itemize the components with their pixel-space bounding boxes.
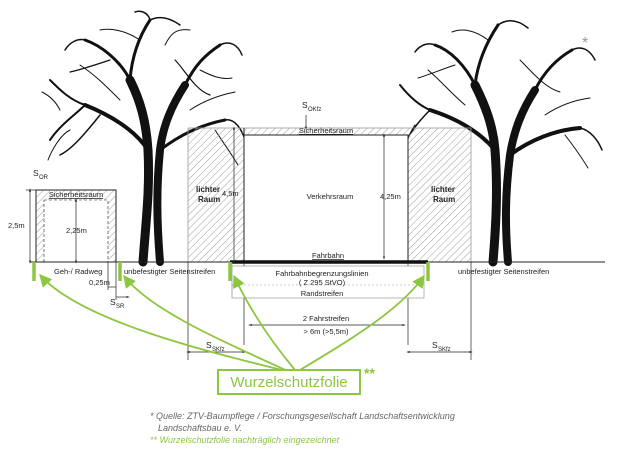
s-or-label: S — [33, 168, 39, 178]
footnote-root-barrier: ** Wurzelschutzfolie nachträglich eingez… — [150, 435, 340, 445]
roadway-label: Fahrbahn — [312, 251, 344, 260]
verge-right-label: unbefestigter Seitenstreifen — [458, 267, 549, 276]
lane-boundary-box — [231, 265, 425, 299]
lane-boundary-line-2: ( Z 295 StVO) — [299, 278, 346, 287]
footnote-source-1: * Quelle: ZTV-Baumpflege / Forschungsges… — [150, 411, 455, 421]
lanes-label-2: > 6m (>5,5m) — [303, 327, 349, 336]
height-2-25: 2,25m — [66, 226, 87, 235]
lanes-label-1: 2 Fahrstreifen — [303, 314, 349, 323]
root-barrier-marks — [32, 262, 430, 281]
s-sr-sub: SR — [116, 304, 125, 310]
height-4-25: 4,25m — [380, 192, 401, 201]
double-star: ** — [364, 365, 375, 381]
s-skfz-right-label: S — [432, 340, 438, 350]
clear-space-left-2: Raum — [198, 195, 220, 204]
left-safety-label: Sicherheitsraum — [49, 190, 103, 199]
s-okfz-sub: OKfz — [308, 107, 321, 113]
s-skfz-left-sub: SKfz — [212, 347, 225, 353]
s-okfz-label: S — [302, 100, 308, 110]
distance-0-25: 0,25m — [89, 278, 110, 287]
main-safety-label: Sicherheitsraum — [299, 126, 353, 135]
s-or-sub: OR — [39, 175, 49, 181]
edge-strip-label: Randstreifen — [301, 289, 344, 298]
tree-right-icon — [399, 20, 603, 267]
clear-space-left-1: lichter — [196, 185, 220, 194]
root-barrier-arrows — [39, 274, 425, 373]
s-skfz-right-sub: SKfz — [438, 347, 451, 353]
verge-left-label: unbefestigter Seitenstreifen — [124, 267, 215, 276]
root-barrier-label: Wurzelschutzfolie — [230, 374, 347, 391]
height-2-5: 2,5m — [8, 221, 25, 230]
height-4-5: 4,5m — [222, 189, 239, 198]
s-sr-label: S — [110, 297, 116, 307]
lane-boundary-line-1: Fahrbahnbegrenzungslinien — [276, 269, 369, 278]
footpath-label: Geh-/ Radweg — [54, 267, 102, 276]
footnote-source-2: Landschaftsbau e. V. — [158, 423, 242, 433]
main-safety-space — [187, 127, 472, 263]
s-skfz-left-label: S — [206, 340, 212, 350]
clear-space-right-1: lichter — [431, 185, 455, 194]
root-barrier-label-box — [217, 369, 361, 395]
traffic-space-label: Verkehrsraum — [307, 192, 354, 201]
source-star: * — [582, 35, 588, 52]
clear-space-right-2: Raum — [433, 195, 455, 204]
